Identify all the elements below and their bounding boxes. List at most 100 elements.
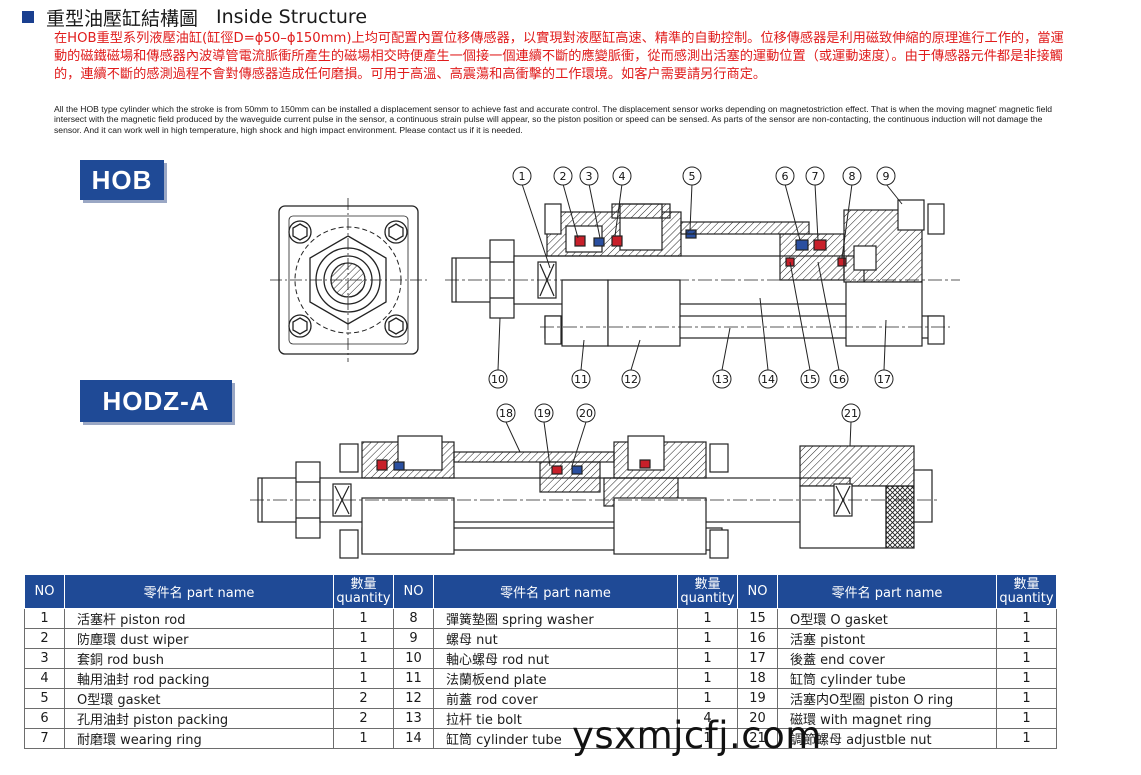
part-number: 9 — [393, 628, 434, 649]
hodz-callouts — [496, 403, 861, 467]
svg-text:4: 4 — [619, 170, 626, 183]
hodz-callout-numbers: 18 19 20 21 — [499, 407, 858, 420]
hob-callout-numbers-bottom: 10 11 12 13 14 15 16 17 — [491, 373, 891, 386]
part-name: 活塞内O型圈 piston O ring — [777, 688, 997, 709]
svg-text:15: 15 — [803, 373, 817, 386]
part-number: 13 — [393, 708, 434, 729]
header-part-name-3: 零件名 part name — [777, 574, 997, 609]
part-name: 防塵環 dust wiper — [64, 628, 334, 649]
part-quantity: 1 — [677, 608, 738, 629]
part-number: 1 — [24, 608, 65, 629]
part-quantity: 1 — [677, 688, 738, 709]
part-quantity: 2 — [333, 708, 394, 729]
part-name: 調節螺母 adjustble nut — [777, 728, 997, 749]
part-quantity: 1 — [333, 728, 394, 749]
header-no-3: NO — [737, 574, 778, 609]
header-part-name-1: 零件名 part name — [64, 574, 334, 609]
part-number: 20 — [737, 708, 778, 729]
header-no-1: NO — [24, 574, 65, 609]
svg-text:16: 16 — [832, 373, 846, 386]
model-label-hodz-a: HODZ-A — [80, 380, 232, 422]
part-number: 16 — [737, 628, 778, 649]
svg-text:13: 13 — [715, 373, 729, 386]
part-quantity: 1 — [996, 628, 1057, 649]
part-number: 2 — [24, 628, 65, 649]
part-name: 軸用油封 rod packing — [64, 668, 334, 689]
part-number: 6 — [24, 708, 65, 729]
part-name: 活塞 pistont — [777, 628, 997, 649]
svg-text:8: 8 — [849, 170, 856, 183]
part-name: 拉杆 tie bolt — [433, 708, 678, 729]
part-name: O型環 O gasket — [777, 608, 997, 629]
svg-text:9: 9 — [883, 170, 890, 183]
part-number: 10 — [393, 648, 434, 669]
part-name: 耐磨環 wearing ring — [64, 728, 334, 749]
part-quantity: 2 — [333, 688, 394, 709]
svg-text:5: 5 — [689, 170, 696, 183]
header-no-2: NO — [393, 574, 434, 609]
part-number: 12 — [393, 688, 434, 709]
part-quantity: 1 — [333, 648, 394, 669]
part-number: 21 — [737, 728, 778, 749]
svg-text:2: 2 — [560, 170, 567, 183]
svg-text:6: 6 — [782, 170, 789, 183]
svg-text:10: 10 — [491, 373, 505, 386]
svg-text:20: 20 — [579, 407, 593, 420]
part-number: 11 — [393, 668, 434, 689]
part-quantity: 1 — [996, 688, 1057, 709]
part-quantity: 1 — [677, 668, 738, 689]
part-number: 5 — [24, 688, 65, 709]
part-quantity: 1 — [996, 608, 1057, 629]
part-name: 軸心螺母 rod nut — [433, 648, 678, 669]
part-name: 後蓋 end cover — [777, 648, 997, 669]
part-name: 缸筒 cylinder tube — [433, 728, 678, 749]
svg-text:3: 3 — [586, 170, 593, 183]
part-number: 18 — [737, 668, 778, 689]
part-quantity: 1 — [996, 648, 1057, 669]
svg-text:1: 1 — [519, 170, 526, 183]
part-quantity: 1 — [333, 668, 394, 689]
hob-section-view — [445, 199, 960, 347]
part-number: 7 — [24, 728, 65, 749]
part-quantity: 1 — [333, 628, 394, 649]
part-quantity: 1 — [996, 668, 1057, 689]
svg-text:12: 12 — [624, 373, 638, 386]
part-number: 19 — [737, 688, 778, 709]
hob-end-view — [270, 198, 428, 362]
svg-text:17: 17 — [877, 373, 891, 386]
part-quantity: 1 — [996, 708, 1057, 729]
page-header: 重型油壓缸結構圖 Inside Structure — [22, 4, 367, 30]
hodz-section-view — [250, 435, 940, 559]
part-name: 前蓋 rod cover — [433, 688, 678, 709]
header-part-name-2: 零件名 part name — [433, 574, 678, 609]
part-name: O型環 gasket — [64, 688, 334, 709]
part-number: 4 — [24, 668, 65, 689]
svg-text:11: 11 — [574, 373, 588, 386]
title-chinese: 重型油壓缸結構圖 — [46, 7, 199, 30]
part-name: 活塞杆 piston rod — [64, 608, 334, 629]
part-number: 17 — [737, 648, 778, 669]
part-name: 法蘭板end plate — [433, 668, 678, 689]
watermark: ysxmjcfj.com — [572, 714, 822, 757]
svg-text:18: 18 — [499, 407, 513, 420]
description-english: All the HOB type cylinder which the stro… — [54, 104, 1053, 135]
svg-text:14: 14 — [761, 373, 775, 386]
hob-callouts-top — [512, 166, 903, 269]
svg-text:19: 19 — [537, 407, 551, 420]
part-quantity: 1 — [677, 628, 738, 649]
svg-text:21: 21 — [844, 407, 858, 420]
hob-callouts-bottom — [488, 261, 894, 389]
part-quantity: 1 — [333, 608, 394, 629]
part-name: 缸筒 cylinder tube — [777, 668, 997, 689]
description-chinese: 在HOB重型系列液壓油缸(缸徑D=ϕ50–ϕ150mm)上均可配置內置位移傳感器… — [54, 31, 1064, 82]
